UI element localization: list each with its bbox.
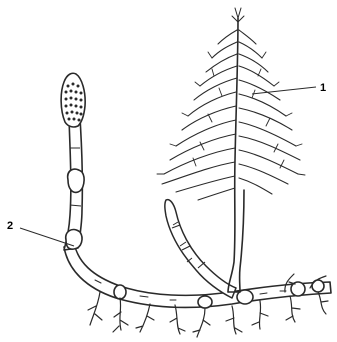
label-2: 2 [7,220,13,232]
branches-left [162,30,237,200]
leader-line-1 [252,87,316,94]
fertile-shoot [61,73,85,250]
branches-right [239,30,300,194]
young-shoot [165,200,236,298]
sterile-shoot [157,8,305,292]
label-1: 1 [320,82,326,94]
